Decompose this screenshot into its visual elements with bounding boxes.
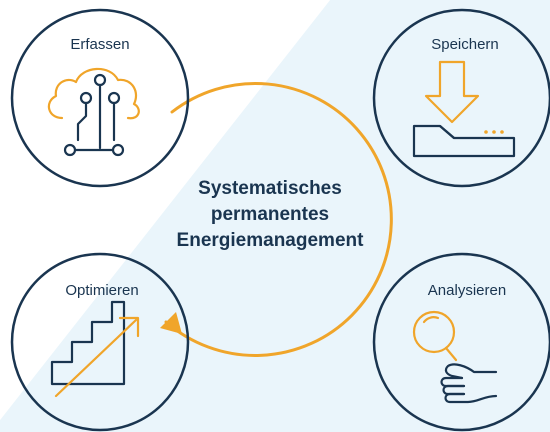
- stage-circle-analysieren: [372, 252, 550, 432]
- cycle-arrow-head: [160, 312, 182, 334]
- stage-label-analysieren: Analysieren: [427, 282, 507, 299]
- stage-label-optimieren: Optimieren: [65, 282, 139, 299]
- stage-label-erfassen: Erfassen: [70, 36, 130, 53]
- hand-magnifier-icon: [412, 310, 498, 404]
- download-storage-icon: [412, 60, 516, 158]
- center-title-line-2: permanentes: [210, 204, 330, 225]
- background-tint-light: [0, 0, 330, 420]
- stairs-growth-icon: [50, 300, 140, 398]
- center-title-line-1: Systematisches: [198, 178, 342, 199]
- center-title: Systematisches permanentes Energiemanage…: [145, 176, 395, 254]
- stage-circle-erfassen: [10, 8, 190, 188]
- center-title-line-3: Energiemanagement: [176, 230, 364, 251]
- cloud-circuit-icon: [47, 67, 140, 157]
- stage-label-speichern: Speichern: [431, 36, 499, 53]
- stage-circle-optimieren: [10, 252, 190, 432]
- cycle-arc: [164, 82, 393, 357]
- stage-circle-speichern: [372, 8, 550, 188]
